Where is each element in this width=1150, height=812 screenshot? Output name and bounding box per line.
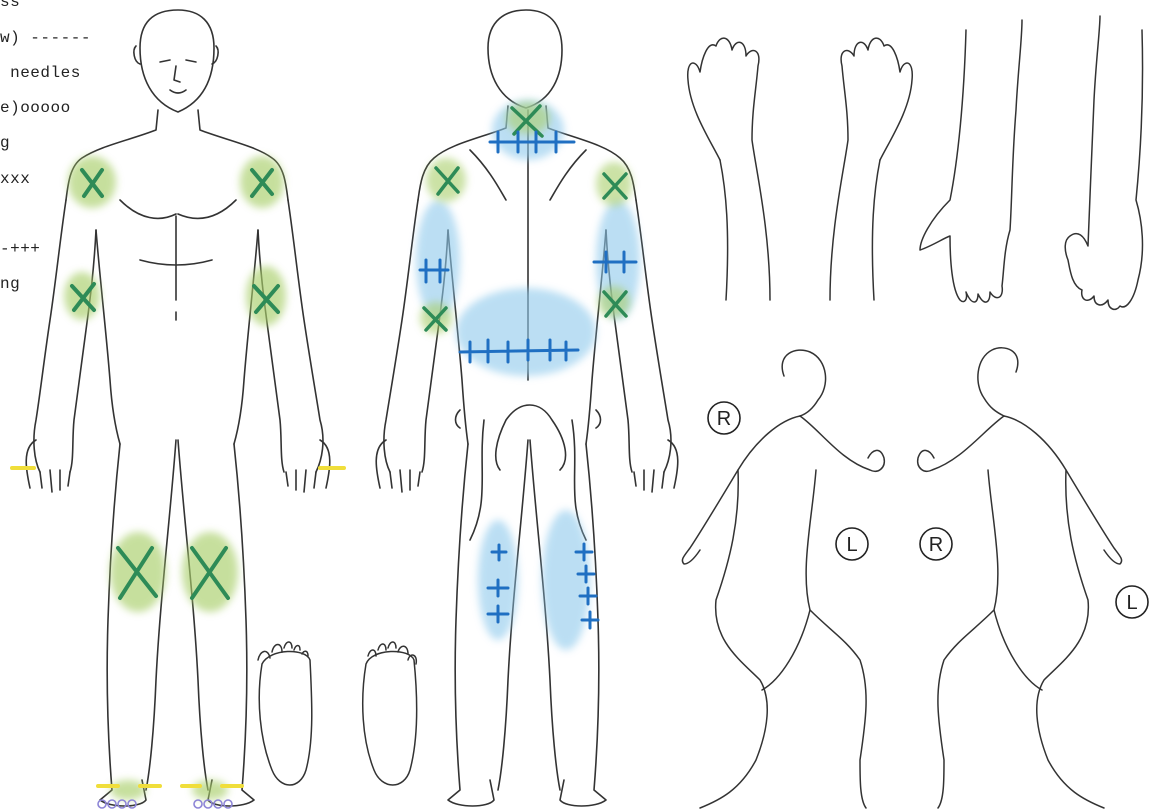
left-label-1: L <box>846 534 857 556</box>
right-label-2: R <box>929 534 943 556</box>
hands-palms-figure <box>688 38 913 300</box>
front-yellow-dashes <box>12 468 344 786</box>
feet-soles-figure <box>258 642 417 785</box>
right-label-1: R <box>717 408 731 430</box>
side-view-figure-2 <box>918 348 1122 808</box>
hands-backs-figure <box>920 16 1143 309</box>
front-x-marks <box>72 170 278 598</box>
side-view-figure-1 <box>682 350 884 808</box>
side-labels <box>708 402 1148 618</box>
front-body-figure <box>26 10 330 806</box>
front-circle-marks <box>98 800 232 808</box>
left-label-2: L <box>1126 592 1137 614</box>
